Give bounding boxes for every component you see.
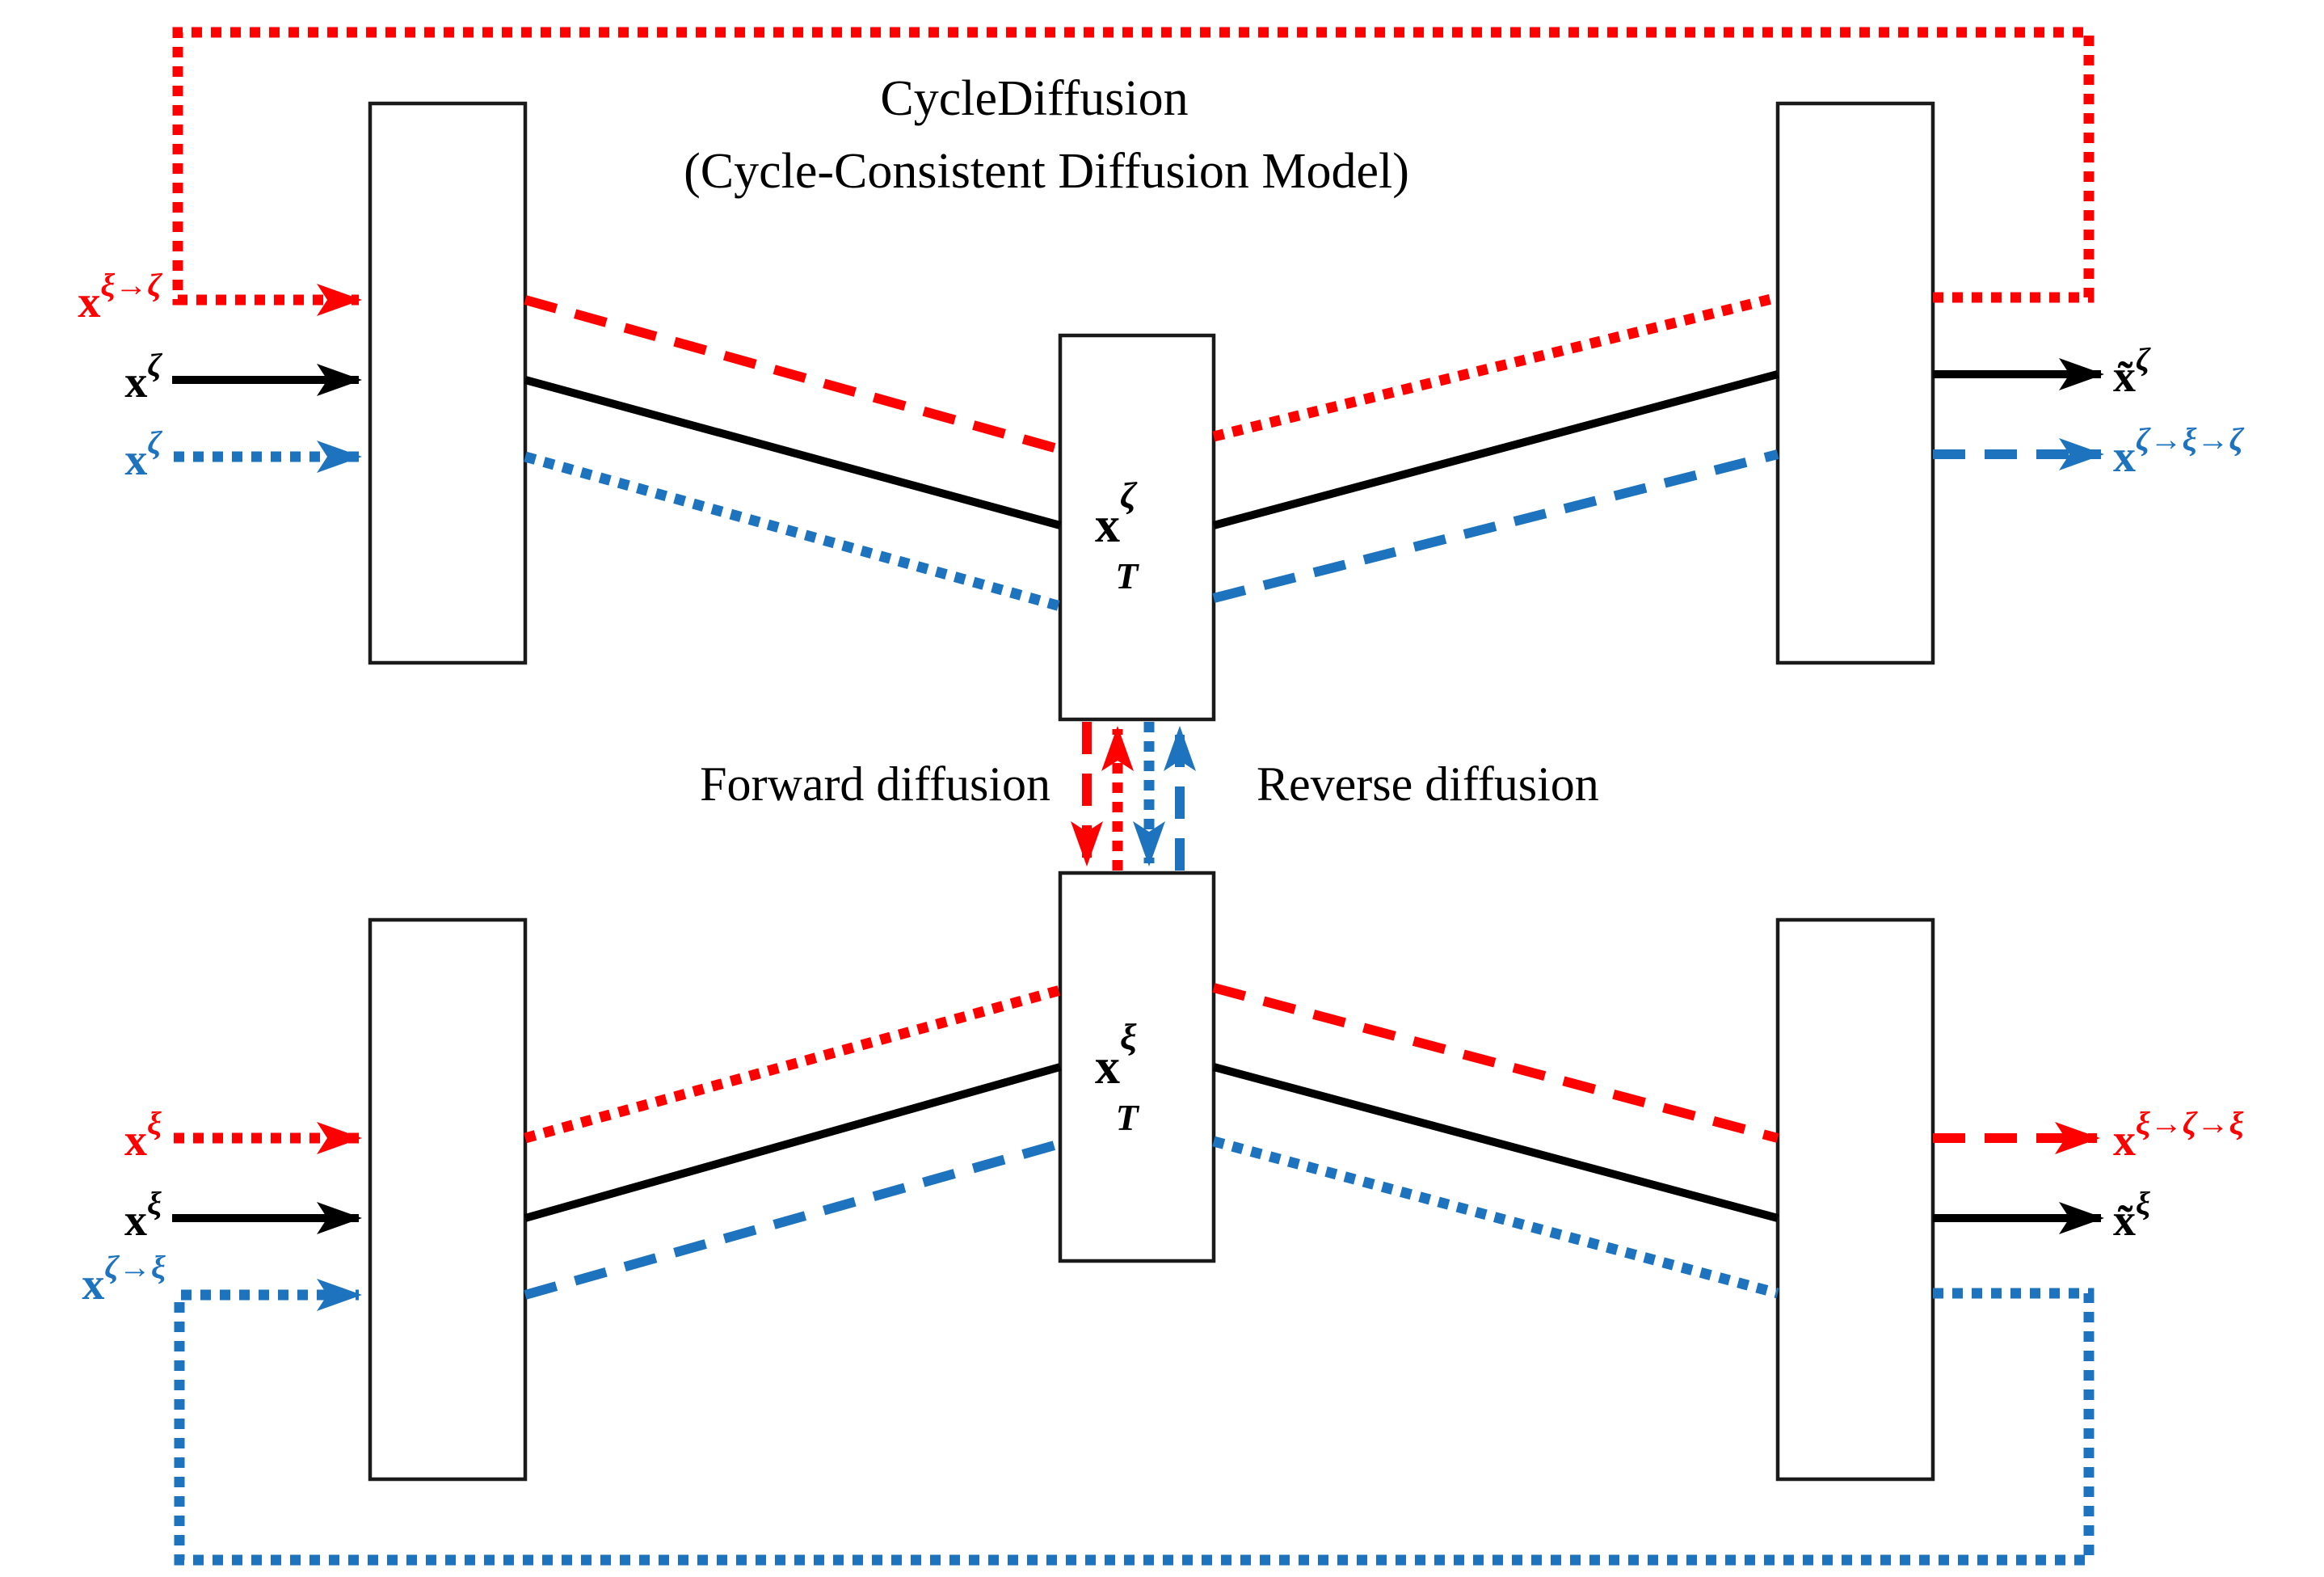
reverse-diffusion-label: Reverse diffusion <box>1257 757 1599 811</box>
blue-dotted-top-left-to-latent-line <box>524 451 1062 612</box>
red-dotted-bottom-left-to-latent-line <box>524 985 1062 1144</box>
top-output-label-black: x̃ζ <box>2113 341 2151 402</box>
bottom-latent-box <box>1058 871 1216 1263</box>
bottom-output-label-black: x̃ξ <box>2113 1185 2150 1246</box>
top-latent-box <box>1058 333 1216 722</box>
top-right-decoder-box <box>1775 101 1935 665</box>
black-top-latent-to-right-line <box>1212 370 1779 529</box>
bottom-output-label-red: xξ→ζ→ξ <box>2113 1105 2244 1166</box>
top-left-encoder-box <box>368 101 528 665</box>
top-input-label-red: xξ→ζ <box>78 267 162 327</box>
black-bottom-left-to-latent-line <box>524 1063 1062 1222</box>
bottom-left-encoder-box <box>368 917 528 1482</box>
bottom-input-label-red: xξ <box>124 1105 162 1166</box>
top-output-label-blue: xζ→ξ→ζ <box>2113 421 2245 482</box>
red-dotted-top-latent-to-right-line <box>1212 292 1779 442</box>
bottom-input-label-black: xξ <box>124 1185 162 1246</box>
top-input-label-blue: xζ <box>124 424 162 485</box>
black-top-left-to-latent-line <box>524 376 1062 529</box>
bottom-right-decoder-box <box>1775 917 1935 1482</box>
blue-dotted-bottom-latent-to-right-line <box>1212 1136 1779 1299</box>
diagram-title-line1: CycleDiffusion <box>880 71 1188 126</box>
black-bottom-latent-to-right-line <box>1212 1063 1779 1222</box>
red-dashed-top-left-to-latent-line <box>524 295 1062 454</box>
red-dashed-bottom-latent-to-right-line <box>1212 983 1779 1143</box>
forward-diffusion-label: Forward diffusion <box>700 757 1050 811</box>
blue-cycle-loop-arrow <box>174 1279 2095 1566</box>
blue-dashed-top-latent-to-right-line <box>1212 449 1779 603</box>
diagram-title-line2: (Cycle-Consistent Diffusion Model) <box>684 144 1409 199</box>
top-input-label-black: xζ <box>124 347 162 407</box>
blue-dashed-bottom-left-to-latent-line <box>524 1139 1062 1300</box>
bottom-input-label-blue: xζ→ξ <box>82 1249 166 1309</box>
